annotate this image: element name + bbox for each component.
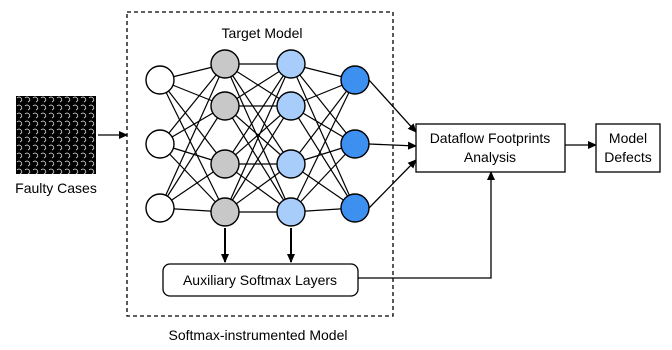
neuron-layer0-1 bbox=[145, 129, 175, 159]
edge-l2-n3-to-n1 bbox=[290, 143, 356, 213]
faulty-cases-group: Faulty Cases bbox=[15, 96, 97, 196]
dataflow-analysis-box bbox=[415, 123, 566, 173]
model-defects-label-line2: Defects bbox=[604, 149, 651, 165]
neuron-layer2-3 bbox=[276, 197, 306, 227]
neuron-layer1-3 bbox=[210, 197, 240, 227]
auxiliary-softmax-box bbox=[162, 263, 359, 297]
output-arrow-mid bbox=[368, 141, 417, 150]
network-nodes bbox=[145, 49, 370, 227]
neuron-layer2-2 bbox=[276, 149, 306, 179]
edge-l1-n3-to-n0 bbox=[224, 63, 292, 213]
neuron-layer1-2 bbox=[210, 149, 240, 179]
edge-l0-n1-to-n0 bbox=[159, 63, 226, 145]
neuron-layer1-0 bbox=[210, 49, 240, 79]
edge-l0-n2-to-n0 bbox=[159, 63, 226, 209]
neuron-layer3-0 bbox=[340, 65, 370, 95]
neuron-layer0-0 bbox=[145, 65, 175, 95]
edge-l0-n0-to-n2 bbox=[159, 79, 226, 165]
edge-l0-n0-to-n3 bbox=[159, 79, 226, 213]
edge-l2-n0-to-n2 bbox=[290, 63, 356, 209]
edge-l2-n1-to-n2 bbox=[290, 105, 356, 209]
dataflow-analysis-label-line1: Dataflow Footprints bbox=[430, 130, 551, 146]
softmax-instrumented-container bbox=[126, 11, 394, 317]
softmax-instrumented-caption: Softmax-instrumented Model bbox=[169, 327, 348, 343]
model-defects-box bbox=[595, 123, 661, 173]
edge-l1-n3-to-n1 bbox=[224, 105, 292, 213]
neuron-layer2-0 bbox=[276, 49, 306, 79]
edge-l2-n3-to-n0 bbox=[290, 79, 356, 213]
edge-l0-n1-to-n3 bbox=[159, 143, 226, 213]
faulty-cases-label: Faulty Cases bbox=[15, 180, 97, 196]
network-edges bbox=[159, 63, 356, 213]
neuron-layer3-2 bbox=[340, 193, 370, 223]
edge-l1-n2-to-n0 bbox=[224, 63, 292, 165]
output-arrow-top bbox=[368, 79, 417, 133]
neuron-layer2-1 bbox=[276, 91, 306, 121]
edge-l2-n0-to-n1 bbox=[290, 63, 356, 145]
edge-l0-n2-to-n1 bbox=[159, 105, 226, 209]
neuron-layer0-2 bbox=[145, 193, 175, 223]
faulty-cases-image bbox=[16, 96, 96, 174]
aux-to-analysis-arrow bbox=[358, 171, 495, 279]
model-defects-label-line1: Model bbox=[609, 130, 647, 146]
auxiliary-softmax-label: Auxiliary Softmax Layers bbox=[183, 272, 337, 288]
edge-l2-n2-to-n0 bbox=[290, 79, 356, 165]
neuron-layer1-1 bbox=[210, 91, 240, 121]
neuron-layer3-1 bbox=[340, 129, 370, 159]
dataflow-analysis-label-line2: Analysis bbox=[464, 149, 516, 165]
target-model-title: Target Model bbox=[222, 25, 303, 41]
output-arrow-bottom bbox=[368, 159, 417, 209]
